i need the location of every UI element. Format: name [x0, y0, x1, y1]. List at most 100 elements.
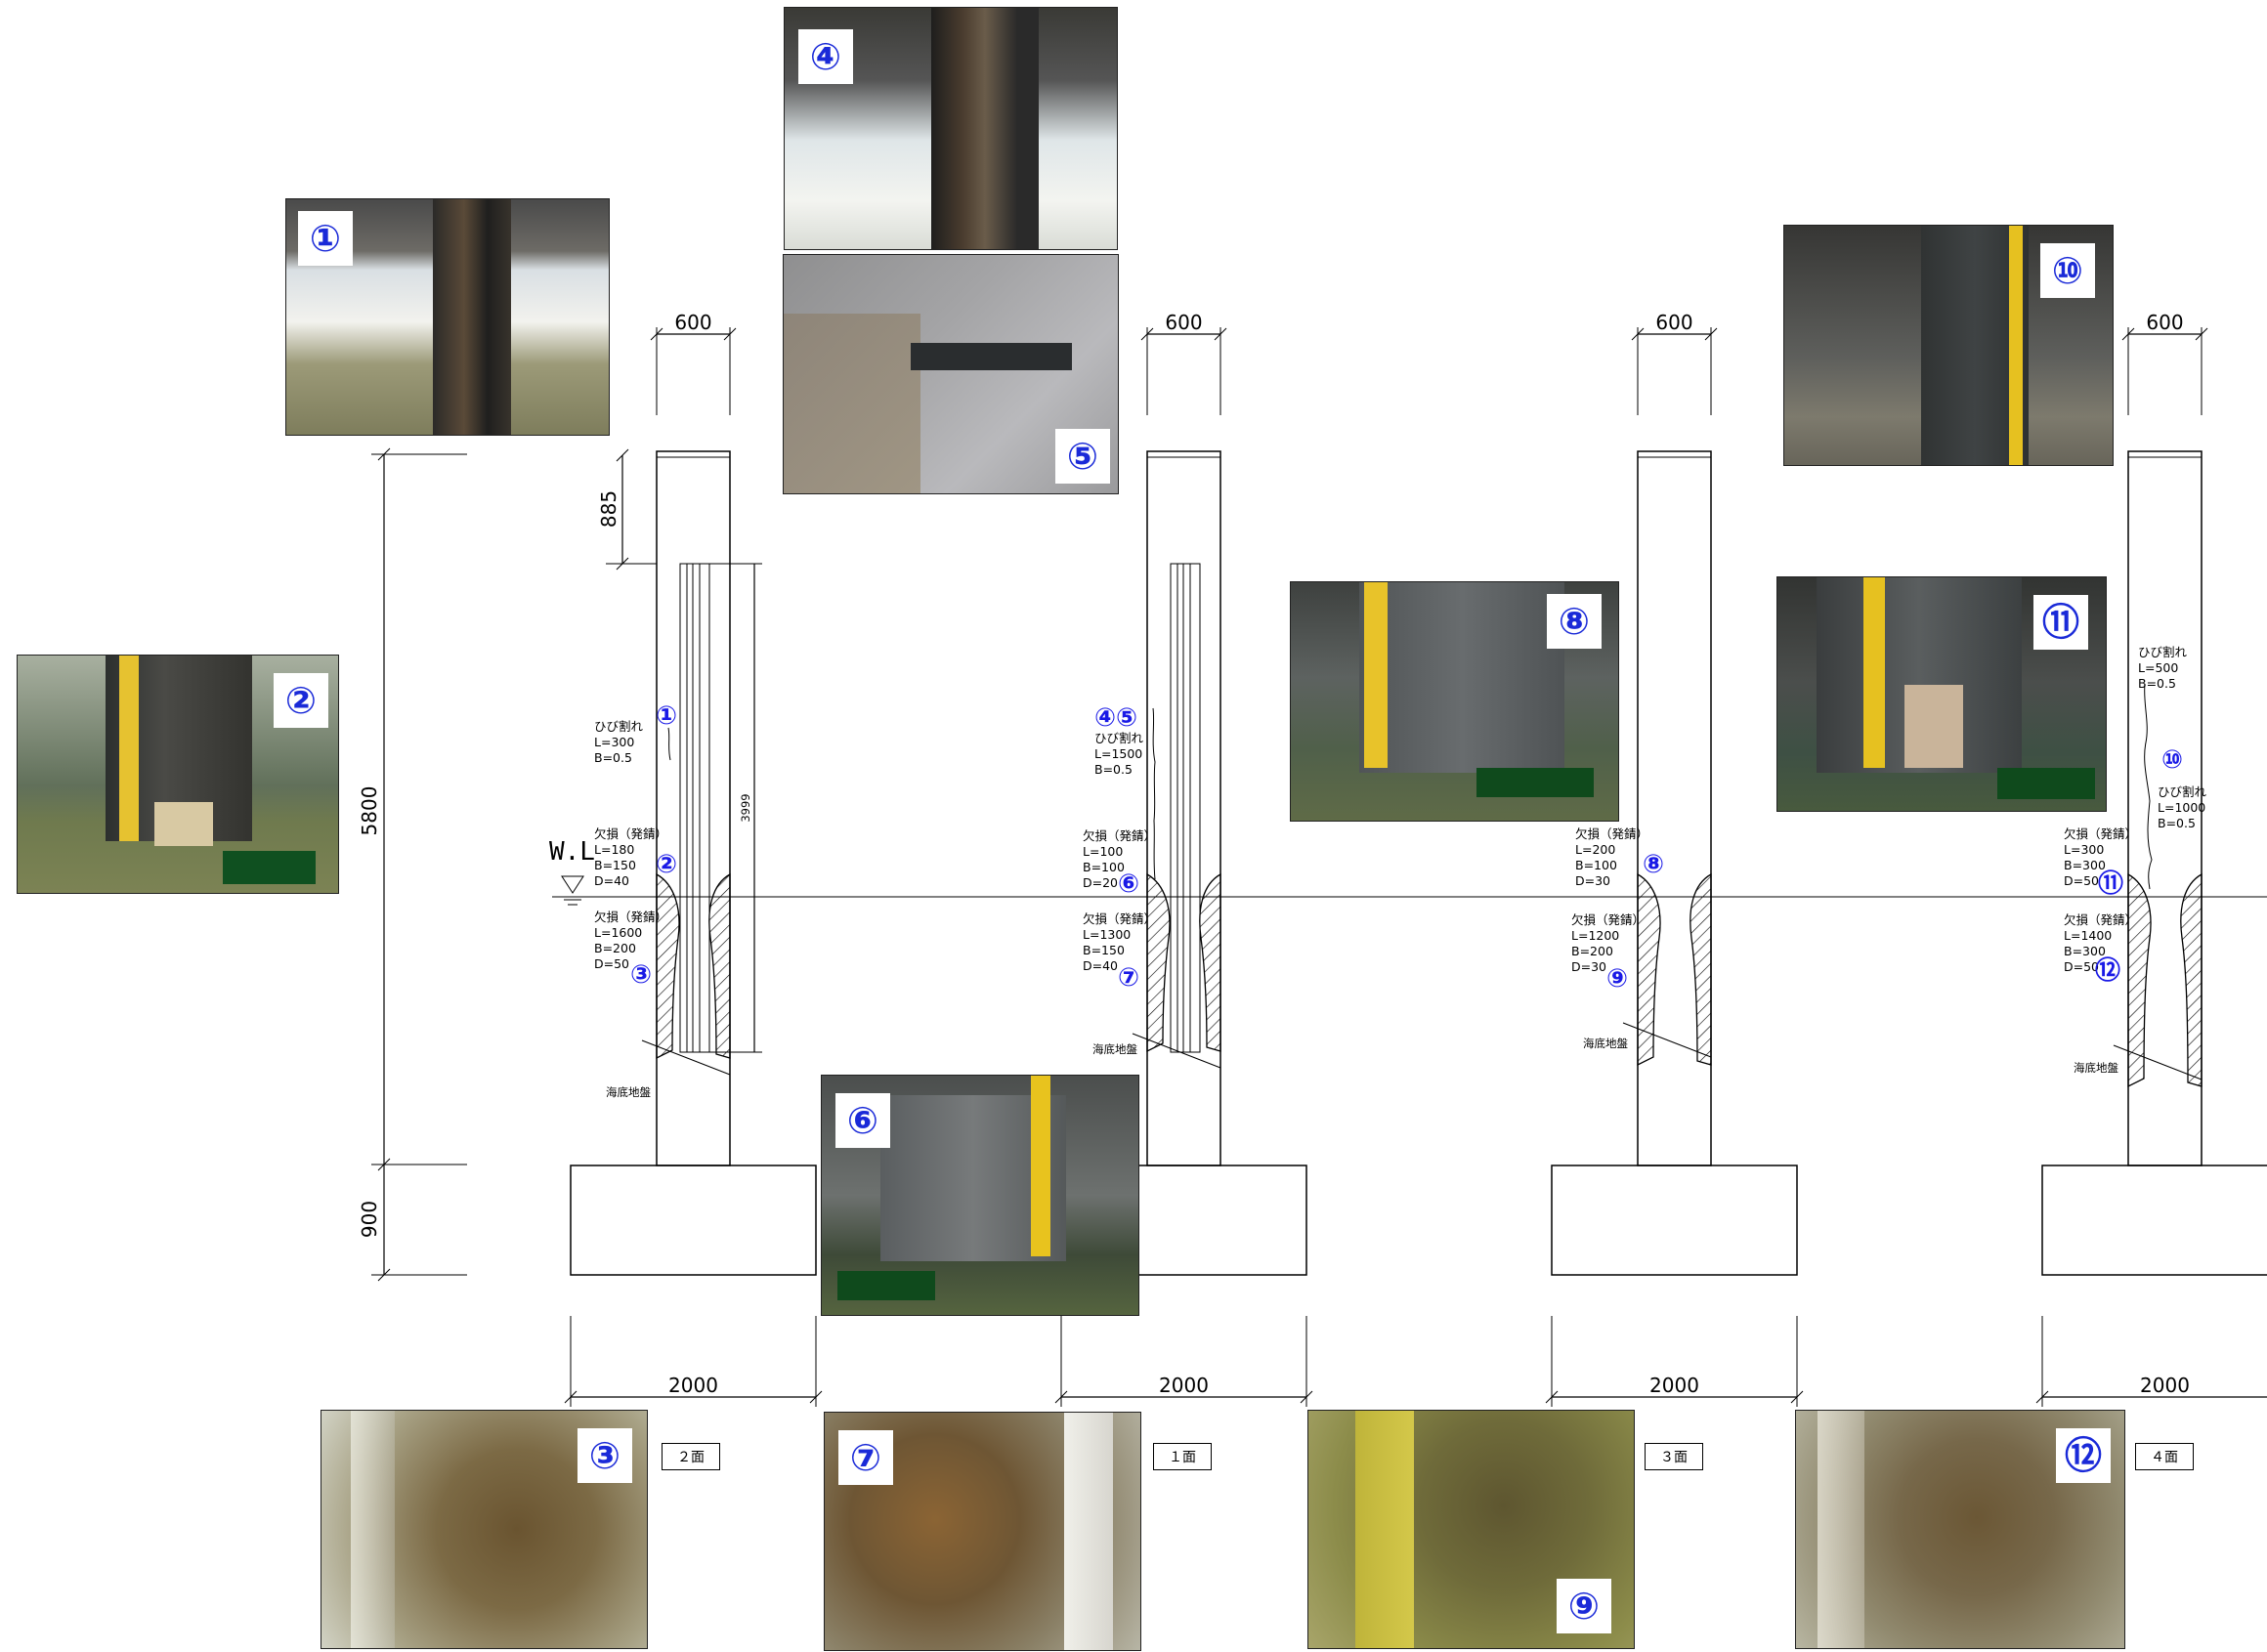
pile-width-label: 600: [674, 311, 711, 334]
note-line: L=300: [2064, 842, 2104, 857]
note-line: D=30: [1575, 873, 1610, 888]
plate-length-label: 3999: [739, 793, 752, 822]
photo-number: ⑨: [1557, 1579, 1611, 1633]
note-line: B=150: [1083, 943, 1125, 957]
footing: [570, 1165, 817, 1276]
footing-width-label: 2000: [668, 1374, 718, 1397]
height-dimension: [371, 447, 467, 1282]
photo-5: ⑤: [783, 254, 1119, 494]
seabed-line: [641, 1039, 731, 1076]
pile-width-label: 600: [1655, 311, 1692, 334]
damage-notes: ひび割れL=300B=0.5欠損（発錆）L=180B=150D=40欠損（発錆）…: [594, 645, 2207, 974]
total-height-label: 5800: [358, 786, 381, 836]
note-line: L=200: [1575, 842, 1615, 857]
photo-number: ⑩: [2040, 243, 2095, 298]
note-line: B=150: [594, 858, 636, 872]
note-line: 欠損（発錆）: [1575, 826, 1648, 841]
note-line: B=100: [1575, 858, 1617, 872]
photo-2: ②: [17, 655, 339, 894]
crack-line-5: [1152, 707, 1156, 880]
photo-9: ⑨: [1307, 1410, 1635, 1649]
seabed-label: 海底地盤: [2074, 1061, 2118, 1075]
note-line: B=0.5: [2138, 676, 2176, 691]
note-line: D=20: [1083, 875, 1118, 890]
note-line: 欠損（発錆）: [1571, 912, 1645, 927]
photo-1: ①: [285, 198, 610, 436]
note-line: ひび割れ: [594, 719, 644, 734]
marker-3: ③: [630, 960, 652, 990]
column-1-dimensions: 885 3999: [597, 448, 762, 1053]
photo-7: ⑦: [824, 1412, 1141, 1651]
photo-number: ⑫: [2056, 1428, 2111, 1483]
photo-number: ⑪: [2033, 595, 2088, 650]
photo-12: ⑫: [1795, 1410, 2125, 1649]
photo-3: ③: [321, 1410, 648, 1649]
note-line: L=500: [2138, 660, 2178, 675]
note-line: D=50: [2064, 959, 2099, 974]
top-offset-label: 885: [597, 490, 620, 528]
note-line: 欠損（発錆）: [594, 826, 667, 841]
seabed-line: [1622, 1022, 1712, 1058]
defect-hatch-right: [708, 872, 731, 1059]
note-line: 欠損（発錆）: [1083, 828, 1156, 843]
note-line: L=1600: [594, 925, 642, 940]
pile-column-2: 600 2000 海底地盤: [1054, 311, 1313, 1407]
note-line: L=300: [594, 735, 634, 749]
note-line: D=50: [2064, 873, 2099, 888]
seabed-label: 海底地盤: [1092, 1042, 1137, 1056]
note-line: ひび割れ: [1094, 731, 1144, 745]
defect-hatch-right: [1199, 872, 1221, 1052]
note-line: B=0.5: [594, 750, 632, 765]
photo-8: ⑧: [1290, 581, 1619, 822]
footing: [1551, 1165, 1798, 1276]
water-level-symbol: [561, 875, 584, 906]
marker-11: ⑪: [2098, 868, 2123, 899]
defect-hatch-left: [656, 872, 680, 1060]
footing-width-label: 2000: [1649, 1374, 1699, 1397]
photo-number: ⑦: [838, 1430, 893, 1485]
note-line: B=0.5: [2158, 816, 2196, 830]
note-line: D=50: [594, 956, 629, 971]
note-line: B=200: [594, 941, 636, 955]
pile-width-label: 600: [2146, 311, 2183, 334]
note-line: L=1300: [1083, 927, 1131, 942]
marker-8: ⑧: [1643, 850, 1664, 879]
note-line: B=300: [2064, 858, 2106, 872]
photo-number: ⑧: [1547, 594, 1602, 649]
face-label-3: ３面: [1645, 1443, 1703, 1470]
note-line: L=100: [1083, 844, 1123, 859]
note-line: 欠損（発錆）: [2064, 912, 2137, 927]
seabed-line: [2113, 1044, 2203, 1080]
photo-number: ③: [577, 1428, 632, 1483]
photo-number: ②: [274, 673, 328, 728]
water-level-label: W.L: [549, 837, 595, 867]
seabed-line: [1132, 1033, 1221, 1069]
photo-number: ④: [798, 29, 853, 84]
footing-width-label: 2000: [1159, 1374, 1209, 1397]
defect-hatch-left: [1146, 872, 1171, 1053]
note-line: B=300: [2064, 944, 2106, 958]
photo-10: ⑩: [1783, 225, 2114, 466]
photo-number: ⑤: [1055, 429, 1110, 484]
note-line: L=180: [594, 842, 634, 857]
photo-4: ④: [784, 7, 1118, 250]
note-line: L=1400: [2064, 928, 2112, 943]
note-line: ひび割れ: [2158, 784, 2207, 799]
note-line: D=40: [594, 873, 629, 888]
note-line: B=0.5: [1094, 762, 1133, 777]
steel-plate: [679, 563, 710, 1053]
photo-number: ⑥: [835, 1093, 890, 1148]
note-line: B=100: [1083, 860, 1125, 874]
pile-width-label: 600: [1165, 311, 1202, 334]
